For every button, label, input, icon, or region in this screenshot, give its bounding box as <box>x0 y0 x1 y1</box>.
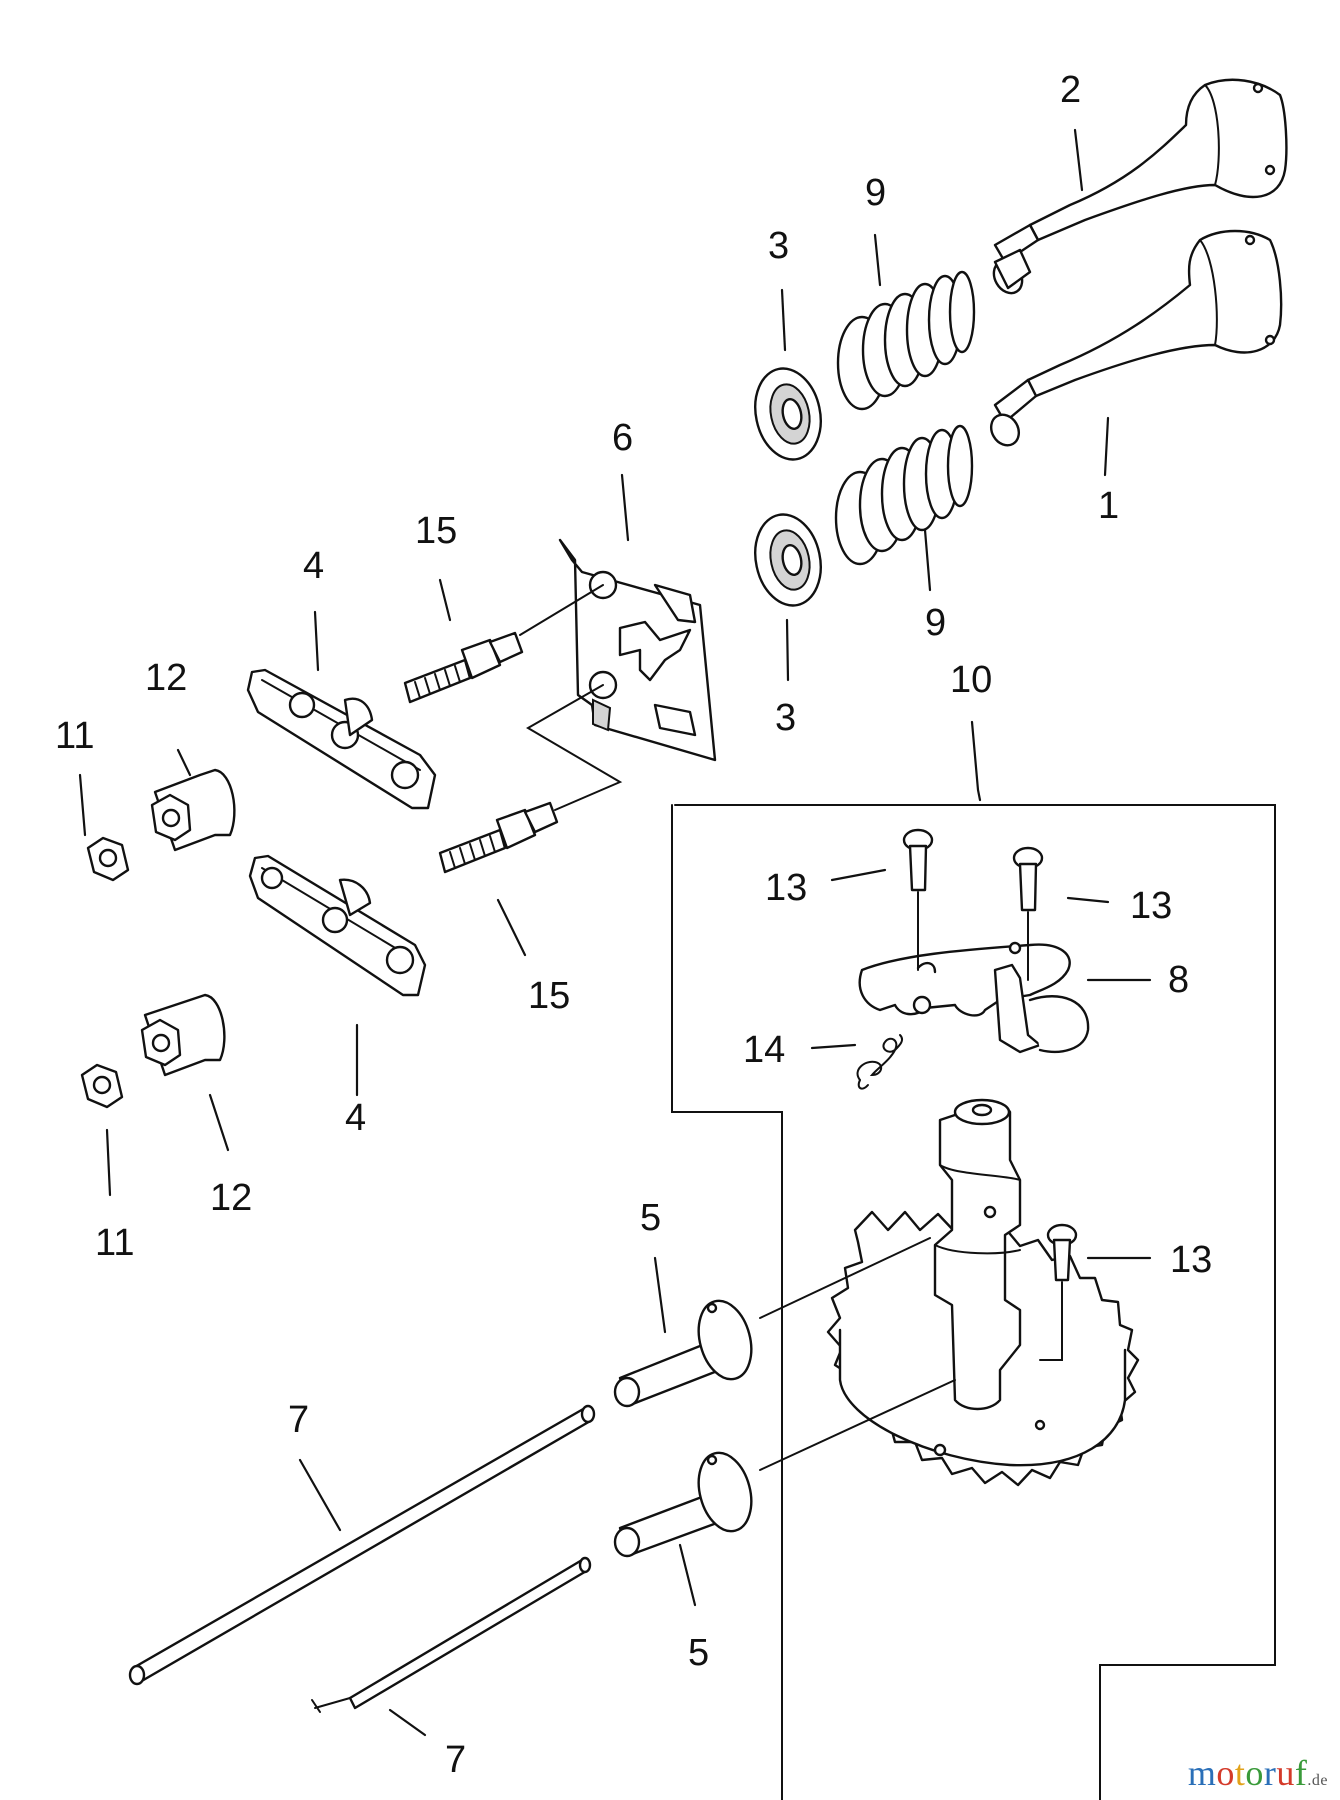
callout-3: 3 <box>775 697 796 739</box>
callout-9: 9 <box>865 172 886 214</box>
spring-retainer-upper <box>754 367 822 461</box>
intake-valve <box>989 229 1283 447</box>
push-rod-guide-plate <box>558 538 717 762</box>
shoulder-bolt-a <box>902 828 934 971</box>
rocker-arm-upper <box>246 668 437 810</box>
camshaft <box>933 1098 1022 1411</box>
rocker-arm-lower <box>248 854 427 997</box>
callout-4: 4 <box>345 1097 366 1139</box>
watermark-tld: .de <box>1307 1772 1328 1789</box>
watermark-letter: m <box>1187 1753 1217 1793</box>
callout-2: 2 <box>1060 69 1081 111</box>
rocker-pivot-upper <box>150 768 236 852</box>
gear-bolt <box>1039 1223 1078 1361</box>
rocker-nut-upper <box>86 836 130 882</box>
callout-13: 13 <box>1170 1239 1212 1281</box>
callout-10: 10 <box>950 659 992 701</box>
watermark-letter: u <box>1276 1753 1295 1793</box>
callout-7: 7 <box>445 1739 466 1781</box>
watermark-letter: r <box>1263 1753 1277 1793</box>
motoruf-watermark-logo: motoruf.de <box>1188 1752 1328 1794</box>
leader-lines <box>78 128 1152 1737</box>
rocker-stud-lower <box>438 684 623 874</box>
rocker-nut-lower <box>80 1063 124 1109</box>
kit-outline-10 <box>671 804 1276 1800</box>
tappet-lower <box>613 1379 956 1558</box>
watermark-letter: t <box>1234 1753 1246 1793</box>
valve-spring-upper <box>836 270 976 411</box>
push-rod-lower <box>311 1556 592 1713</box>
callout-3: 3 <box>768 225 789 267</box>
shoulder-bolt-b <box>1012 846 1044 981</box>
push-rod-upper <box>128 1404 596 1686</box>
valve-spring-lower <box>834 424 974 566</box>
tappet-upper <box>613 1237 931 1408</box>
callout-13: 13 <box>765 867 807 909</box>
callout-5: 5 <box>688 1632 709 1674</box>
watermark-letter: o <box>1245 1753 1264 1793</box>
release-spring <box>856 1034 904 1090</box>
callout-12: 12 <box>210 1177 252 1219</box>
callout-12: 12 <box>145 657 187 699</box>
callout-6: 6 <box>612 417 633 459</box>
callout-13: 13 <box>1130 885 1172 927</box>
rocker-stud-upper <box>403 584 604 704</box>
rocker-pivot-lower <box>140 993 226 1077</box>
watermark-letter: o <box>1216 1753 1235 1793</box>
callout-9: 9 <box>925 602 946 644</box>
callout-1: 1 <box>1098 485 1119 527</box>
callout-11: 11 <box>95 1222 134 1264</box>
compression-release-assembly <box>858 941 1090 1054</box>
callout-15: 15 <box>528 975 570 1017</box>
spring-retainer-lower <box>754 513 822 607</box>
watermark-letter: f <box>1294 1753 1308 1793</box>
callout-5: 5 <box>640 1197 661 1239</box>
callout-8: 8 <box>1168 959 1189 1001</box>
callout-11: 11 <box>55 715 94 757</box>
callout-labels: 2 9 3 6 1 15 4 9 12 10 11 3 13 13 8 15 1… <box>55 69 1212 1781</box>
callout-4: 4 <box>303 545 324 587</box>
callout-7: 7 <box>288 1399 309 1441</box>
callout-15: 15 <box>415 510 457 552</box>
callout-14: 14 <box>743 1029 785 1071</box>
exhaust-valve <box>992 78 1288 295</box>
